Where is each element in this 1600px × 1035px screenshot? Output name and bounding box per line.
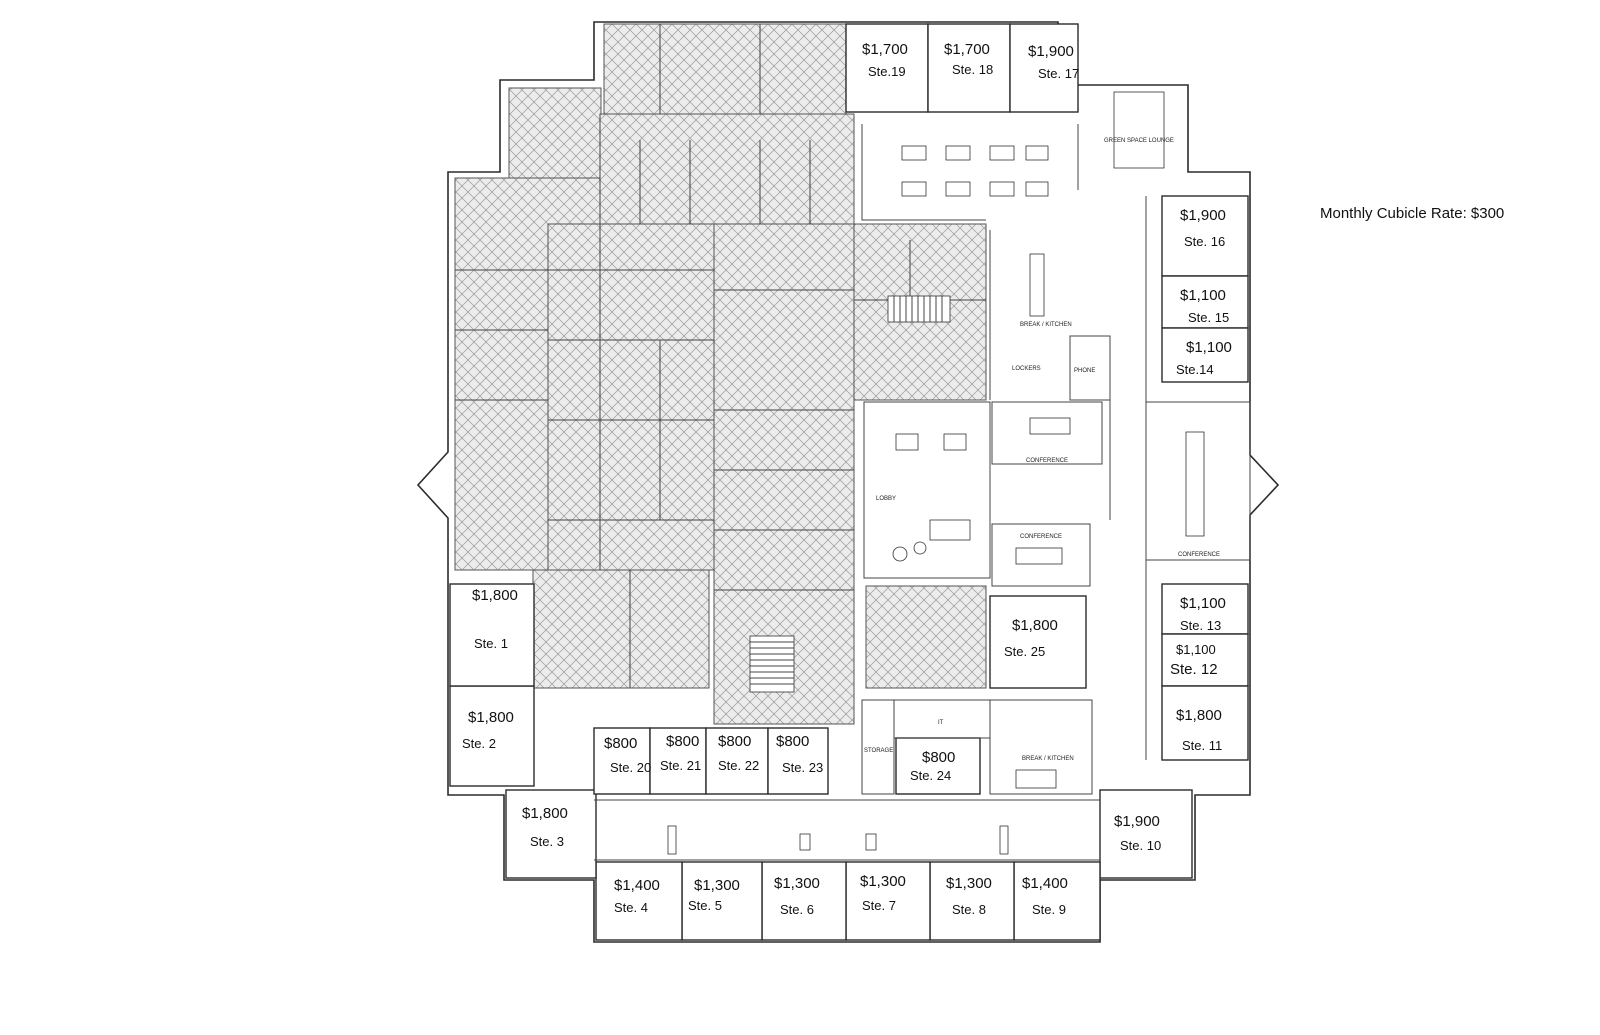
ste-21-room[interactable] bbox=[649, 727, 707, 795]
ste-24-price: $800 bbox=[922, 749, 955, 766]
furniture bbox=[667, 91, 1205, 855]
ste-25-label: Ste. 25 bbox=[1004, 644, 1045, 659]
ste-19-price: $1,700 bbox=[862, 41, 908, 58]
ste-12-price: $1,100 bbox=[1176, 642, 1216, 657]
ste-23-price: $800 bbox=[776, 733, 809, 750]
conference-a-label: CONFERENCE bbox=[1026, 458, 1068, 464]
ste-2-room[interactable] bbox=[449, 685, 535, 787]
ste-23-room[interactable] bbox=[767, 727, 829, 795]
ste-6-room[interactable] bbox=[761, 861, 847, 941]
ste-24-room[interactable] bbox=[895, 737, 981, 795]
ste-18-label: Ste. 18 bbox=[952, 62, 993, 77]
ste-8-room[interactable] bbox=[929, 861, 1015, 941]
ste-21-price: $800 bbox=[666, 733, 699, 750]
break-kitchen-top-label: BREAK / KITCHEN bbox=[1020, 322, 1072, 328]
lockers-label: LOCKERS bbox=[1012, 366, 1041, 372]
ste-10-label: Ste. 10 bbox=[1120, 838, 1161, 853]
ste-23-label: Ste. 23 bbox=[782, 760, 823, 775]
ste-6-label: Ste. 6 bbox=[780, 902, 814, 917]
ste-8-label: Ste. 8 bbox=[952, 902, 986, 917]
ste-10-room[interactable] bbox=[1099, 789, 1193, 879]
ste-9-label: Ste. 9 bbox=[1032, 902, 1066, 917]
ste-18-room[interactable] bbox=[927, 23, 1011, 113]
ste-17-room[interactable] bbox=[1009, 23, 1079, 113]
ste-19-room[interactable] bbox=[845, 23, 929, 113]
lobby-label: LOBBY bbox=[876, 496, 896, 502]
green-space-lounge-label: GREEN SPACE LOUNGE bbox=[1104, 138, 1174, 144]
ste-7-label: Ste. 7 bbox=[862, 898, 896, 913]
ste-10-price: $1,900 bbox=[1114, 813, 1160, 830]
conference-b-label: CONFERENCE bbox=[1020, 534, 1062, 540]
ste-25-room[interactable] bbox=[989, 595, 1087, 689]
ste-24-label: Ste. 24 bbox=[910, 768, 951, 783]
ste-5-label: Ste. 5 bbox=[688, 898, 722, 913]
storage-label: STORAGE bbox=[864, 748, 893, 754]
ste-21-label: Ste. 21 bbox=[660, 758, 701, 773]
ste-1-room[interactable] bbox=[449, 583, 535, 687]
ste-9-price: $1,400 bbox=[1022, 875, 1068, 892]
ste-15-room[interactable] bbox=[1161, 275, 1249, 329]
ste-15-label: Ste. 15 bbox=[1188, 310, 1229, 325]
ste-11-price: $1,800 bbox=[1176, 707, 1222, 724]
ste-11-label: Ste. 11 bbox=[1182, 738, 1222, 753]
ste-14-label: Ste.14 bbox=[1176, 362, 1214, 377]
suite-rooms bbox=[449, 23, 1249, 941]
stairs-bottom bbox=[749, 635, 795, 693]
ste-5-room[interactable] bbox=[681, 861, 763, 941]
ste-20-label: Ste. 20 bbox=[610, 760, 651, 775]
unavailable-area bbox=[454, 23, 987, 725]
ste-19-label: Ste.19 bbox=[868, 64, 906, 79]
ste-16-label: Ste. 16 bbox=[1184, 234, 1225, 249]
ste-9-room[interactable] bbox=[1013, 861, 1101, 941]
ste-12-label: Ste. 12 bbox=[1170, 661, 1218, 678]
ste-17-price: $1,900 bbox=[1028, 43, 1074, 60]
it-label: IT bbox=[938, 720, 944, 726]
ste-18-price: $1,700 bbox=[944, 41, 990, 58]
ste-1-label: Ste. 1 bbox=[474, 636, 508, 651]
ste-6-price: $1,300 bbox=[774, 875, 820, 892]
room-labels: GREEN SPACE LOUNGE BREAK / KITCHEN LOCKE… bbox=[864, 138, 1220, 762]
ste-2-price: $1,800 bbox=[468, 709, 514, 726]
cubicle-rate-text: Monthly Cubicle Rate: $300 bbox=[1320, 205, 1504, 222]
ste-20-price: $800 bbox=[604, 735, 637, 752]
ste-13-label: Ste. 13 bbox=[1180, 618, 1221, 633]
ste-20-room[interactable] bbox=[593, 727, 651, 795]
ste-14-room[interactable] bbox=[1161, 327, 1249, 383]
ste-1-price: $1,800 bbox=[472, 587, 518, 604]
conference-c-label: CONFERENCE bbox=[1178, 552, 1220, 558]
ste-16-price: $1,900 bbox=[1180, 207, 1226, 224]
suite-labels: $1,700 Ste.19 $1,700 Ste. 18 $1,900 Ste.… bbox=[462, 41, 1232, 917]
ste-3-label: Ste. 3 bbox=[530, 834, 564, 849]
ste-4-price: $1,400 bbox=[614, 877, 660, 894]
ste-5-price: $1,300 bbox=[694, 877, 740, 894]
stairs-top bbox=[887, 295, 951, 323]
ste-17-label: Ste. 17 bbox=[1038, 66, 1079, 81]
break-kitchen-bottom-label: BREAK / KITCHEN bbox=[1022, 756, 1074, 762]
ste-15-price: $1,100 bbox=[1180, 287, 1226, 304]
ste-4-label: Ste. 4 bbox=[614, 900, 648, 915]
ste-25-price: $1,800 bbox=[1012, 617, 1058, 634]
ste-4-room[interactable] bbox=[595, 861, 683, 941]
ste-7-price: $1,300 bbox=[860, 873, 906, 890]
ste-8-price: $1,300 bbox=[946, 875, 992, 892]
ste-2-label: Ste. 2 bbox=[462, 736, 496, 751]
ste-3-price: $1,800 bbox=[522, 805, 568, 822]
interior-walls bbox=[594, 124, 1251, 861]
ste-3-room[interactable] bbox=[505, 789, 597, 879]
ste-11-room[interactable] bbox=[1161, 685, 1249, 761]
ste-13-price: $1,100 bbox=[1180, 595, 1226, 612]
ste-14-price: $1,100 bbox=[1186, 339, 1232, 356]
ste-22-price: $800 bbox=[718, 733, 751, 750]
ste-22-room[interactable] bbox=[705, 727, 769, 795]
phone-label: PHONE bbox=[1074, 368, 1095, 374]
ste-22-label: Ste. 22 bbox=[718, 758, 759, 773]
